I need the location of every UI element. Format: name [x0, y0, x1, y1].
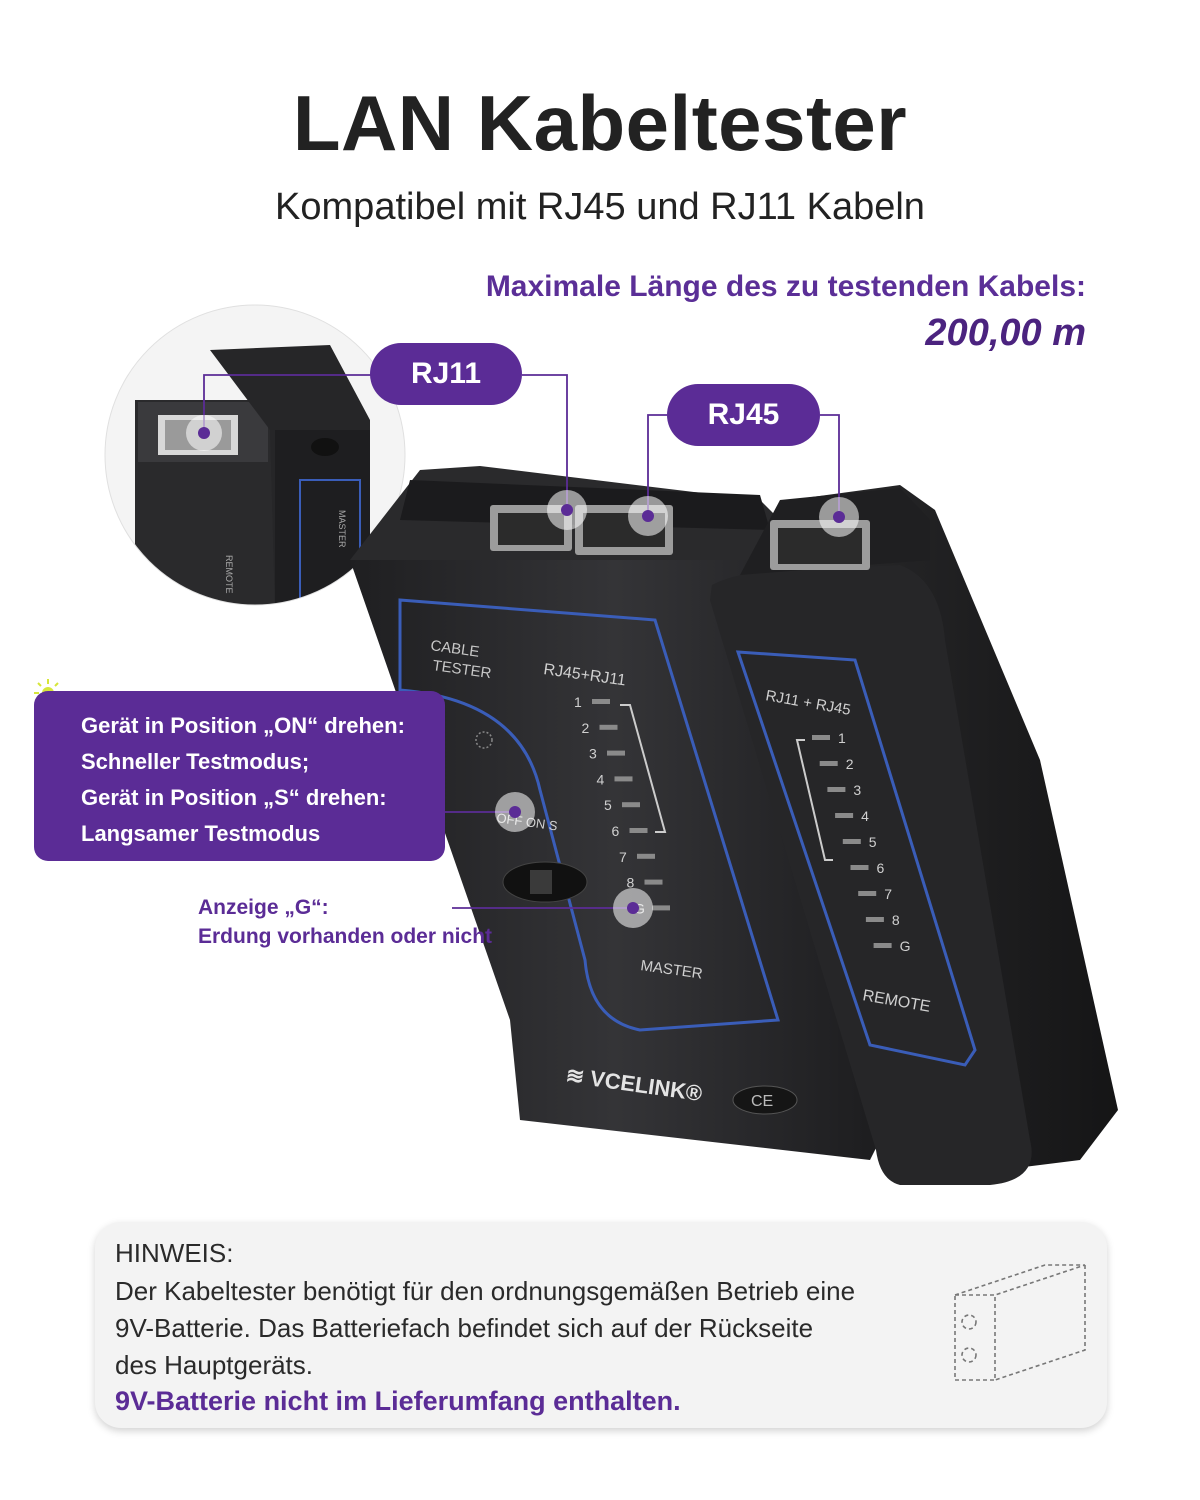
led-label: 6: [877, 860, 885, 876]
led-label: 3: [853, 782, 861, 798]
led-label: 6: [612, 823, 620, 839]
page-subtitle: Kompatibel mit RJ45 und RJ11 Kabeln: [275, 186, 925, 228]
led-indicator: [865, 917, 884, 922]
led-indicator: [607, 750, 625, 756]
led-label: 5: [604, 797, 612, 813]
callout-dots: [186, 415, 859, 928]
max-length-value: 200,00 m: [925, 312, 1086, 354]
led-label: 8: [627, 875, 635, 891]
switch-info-line: Gerät in Position „S“ drehen:: [81, 785, 387, 810]
led-label: G: [900, 938, 911, 954]
led-indicator: [637, 853, 655, 859]
led-label: 1: [838, 730, 846, 746]
max-length-label: Maximale Länge des zu testenden Kabels:: [485, 270, 1086, 303]
led-label: 1: [574, 694, 582, 710]
switch-info-line: Langsamer Testmodus: [81, 821, 321, 846]
led-indicator: [592, 699, 610, 704]
led-label: 7: [619, 849, 627, 865]
led-label: 8: [892, 912, 900, 928]
note-box: HINWEIS: Der Kabeltester benötigt für de…: [95, 1222, 1107, 1428]
led-label: 7: [884, 886, 892, 902]
callout-lines: [203, 374, 840, 909]
note-line: Der Kabeltester benötigt für den ordnung…: [115, 1276, 856, 1306]
switch-info-box: Gerät in Position „ON“ drehen: Schneller…: [34, 691, 445, 861]
led-label: 4: [861, 808, 869, 824]
note-line: des Hauptgeräts.: [115, 1350, 314, 1380]
ground-annotation-line: Erdung vorhanden oder nicht: [198, 925, 493, 948]
rj11-callout: RJ11: [370, 343, 522, 405]
led-indicator: [644, 879, 663, 885]
ground-annotation: Anzeige „G“: Erdung vorhanden oder nicht: [198, 893, 492, 951]
note-warning: 9V-Batterie nicht im Lieferumfang enthal…: [115, 1386, 681, 1416]
led-indicator: [629, 828, 648, 833]
led-label: 2: [582, 720, 590, 736]
led-indicator: [622, 802, 640, 808]
led-indicator: [614, 776, 633, 782]
rj45-callout: RJ45: [667, 384, 820, 446]
battery-icon: [954, 1264, 1086, 1381]
ground-annotation-line: Anzeige „G“:: [198, 896, 329, 919]
inset-remote-label: REMOTE: [224, 555, 234, 594]
led-label: 2: [846, 756, 854, 772]
led-indicator: [819, 761, 838, 766]
led-label: 3: [589, 746, 597, 762]
led-indicator: [873, 943, 892, 948]
power-led-icon: [475, 731, 493, 749]
led-label: 4: [597, 771, 605, 787]
note-heading: HINWEIS:: [115, 1238, 234, 1268]
led-indicator: [850, 865, 869, 870]
led-label: 5: [869, 834, 877, 850]
led-indicator: [652, 905, 670, 911]
inset-master-label: MASTER: [337, 510, 347, 548]
page-title: LAN Kabeltester: [292, 79, 908, 167]
led-indicator: [827, 787, 846, 792]
note-line: 9V-Batterie. Das Batteriefach befindet s…: [115, 1313, 814, 1343]
led-indicator: [842, 839, 861, 844]
switch-info-line: Schneller Testmodus;: [81, 749, 310, 774]
ce-mark: CE: [751, 1093, 773, 1110]
led-indicator: [835, 813, 854, 818]
switch-info-line: Gerät in Position „ON“ drehen:: [81, 713, 405, 738]
led-indicator: [812, 735, 830, 740]
master-cable-label: CABLE: [429, 637, 480, 661]
led-indicator: [599, 724, 618, 730]
led-indicator: [858, 891, 877, 896]
